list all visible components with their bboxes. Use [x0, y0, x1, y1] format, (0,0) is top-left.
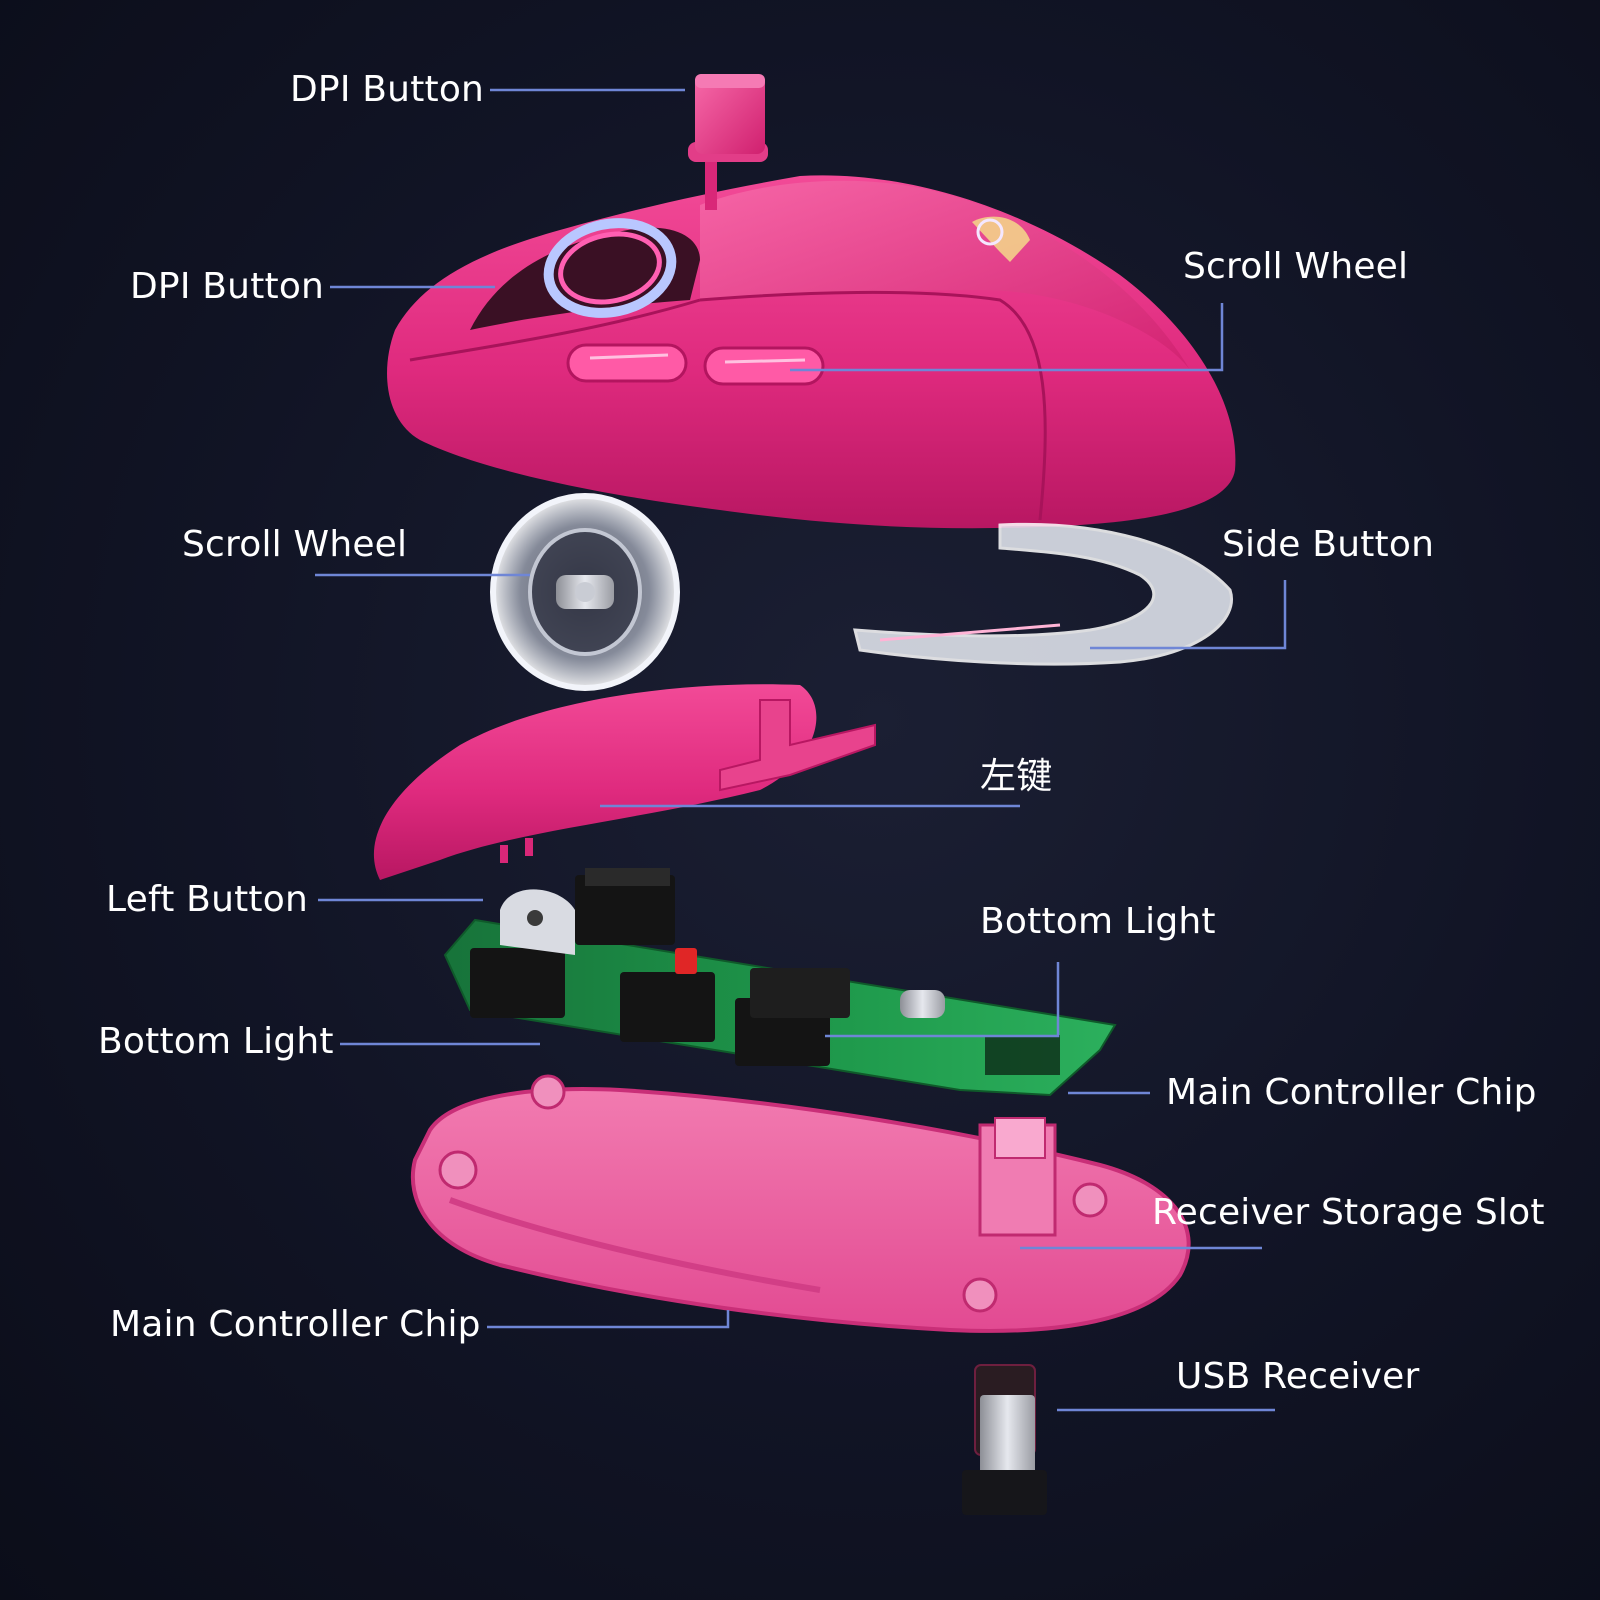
label-bottom-light-right: Bottom Light: [980, 901, 1216, 942]
label-scroll-wheel-right: Scroll Wheel: [1183, 246, 1409, 287]
leader-lines: [315, 88, 1287, 1412]
top-shell: [387, 175, 1236, 529]
bottom-case: [410, 1074, 1191, 1333]
leader-scroll-wheel-right: [790, 303, 1224, 372]
leader-main-chip-left: [487, 1310, 730, 1329]
side-button-part: [853, 522, 1233, 666]
dpi-button-part: [688, 74, 768, 210]
label-left-key-cn: 左键: [980, 756, 1053, 797]
scroll-wheel-part: [490, 493, 680, 691]
label-main-chip-right: Main Controller Chip: [1166, 1072, 1537, 1113]
pcb-board: [443, 868, 1117, 1097]
label-receiver-slot: Receiver Storage Slot: [1152, 1192, 1545, 1233]
label-scroll-wheel-left: Scroll Wheel: [182, 524, 408, 565]
left-button-part: [373, 684, 876, 880]
leader-side-button: [1090, 580, 1287, 650]
label-left-button: Left Button: [106, 879, 308, 920]
usb-receiver-part: [962, 1364, 1047, 1515]
label-bottom-light-left: Bottom Light: [98, 1021, 334, 1062]
label-side-button: Side Button: [1222, 524, 1435, 565]
label-dpi-button-left: DPI Button: [130, 266, 325, 307]
label-main-chip-left: Main Controller Chip: [110, 1304, 481, 1345]
label-dpi-button-top: DPI Button: [290, 69, 485, 110]
leader-bottom-light-right: [825, 962, 1060, 1038]
label-usb-receiver: USB Receiver: [1176, 1356, 1420, 1397]
